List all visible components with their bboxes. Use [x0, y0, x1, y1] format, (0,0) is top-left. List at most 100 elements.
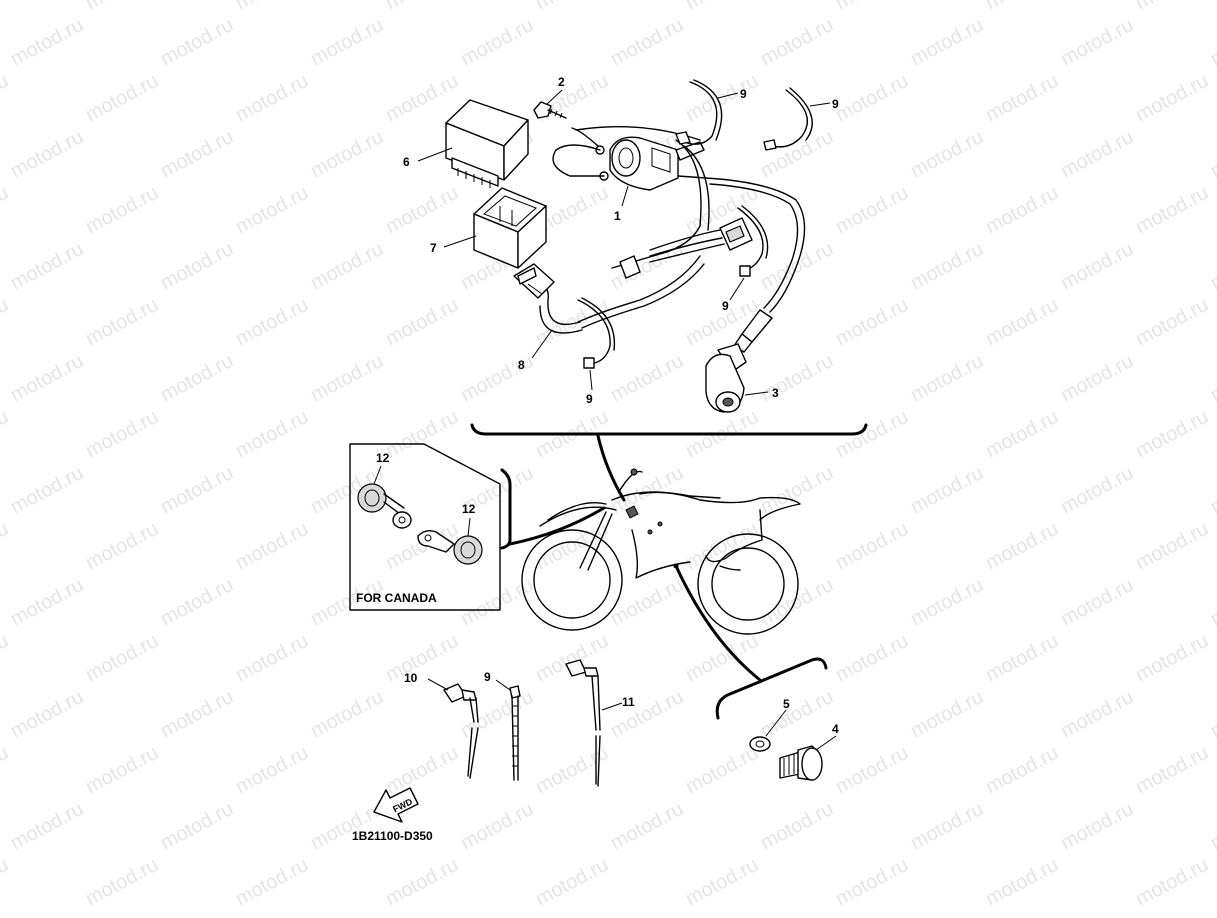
watermark-text: motod.ru	[607, 798, 687, 854]
cable-tie-part9-e	[509, 685, 521, 781]
callout-9b: 9	[832, 97, 839, 111]
leader-12a	[373, 465, 382, 485]
leader-to-frame-upper	[596, 434, 626, 502]
watermark-text: motod.ru	[907, 126, 987, 182]
watermark-text: motod.ru	[382, 182, 462, 238]
watermark-text: motod.ru	[7, 14, 87, 70]
watermark-text: motod.ru	[982, 630, 1062, 686]
watermark-text: motod.ru	[1207, 798, 1217, 854]
watermark-text: motod.ru	[457, 14, 537, 70]
watermark-text: motod.ru	[1057, 350, 1137, 406]
watermark-text: motod.ru	[7, 126, 87, 182]
watermark-text: motod.ru	[757, 462, 837, 518]
watermark-text: motod.ru	[157, 462, 237, 518]
watermark-text: motod.ru	[307, 686, 387, 742]
watermark-text: motod.ru	[982, 294, 1062, 350]
watermark-text: motod.ru	[757, 14, 837, 70]
watermark-text: motod.ru	[1057, 798, 1137, 854]
callout-3: 3	[772, 386, 779, 400]
watermark-text: motod.ru	[82, 742, 162, 798]
watermark-text: motod.ru	[682, 0, 762, 14]
watermark-text: motod.ru	[0, 518, 12, 574]
watermark-text: motod.ru	[1057, 462, 1137, 518]
watermark-text: motod.ru	[232, 70, 312, 126]
watermark-text: motod.ru	[0, 630, 12, 686]
watermark-text: motod.ru	[82, 0, 162, 14]
canada-inset	[349, 443, 606, 611]
leader-3	[744, 391, 769, 396]
wire-harness-part8	[513, 139, 753, 334]
watermark-text: motod.ru	[832, 854, 912, 910]
watermark-text: motod.ru	[1132, 854, 1212, 910]
watermark-text: motod.ru	[757, 350, 837, 406]
watermark-text: motod.ru	[82, 406, 162, 462]
callout-4: 4	[832, 722, 839, 736]
callout-9c: 9	[722, 299, 729, 313]
watermark-text: motod.ru	[7, 350, 87, 406]
leader-8	[531, 329, 553, 359]
watermark-text: motod.ru	[607, 574, 687, 630]
watermark-text: motod.ru	[907, 462, 987, 518]
watermark-text: motod.ru	[532, 854, 612, 910]
watermark-text: motod.ru	[907, 686, 987, 742]
watermark-text: motod.ru	[0, 294, 12, 350]
watermark-text: motod.ru	[307, 238, 387, 294]
watermark-text: motod.ru	[682, 518, 762, 574]
leader-9d	[589, 369, 593, 391]
watermark-text: motod.ru	[1132, 742, 1212, 798]
watermark-text: motod.ru	[832, 0, 912, 14]
upper-group-bracket	[470, 423, 868, 436]
watermark-text: motod.ru	[532, 0, 612, 14]
grommet-part12-a	[357, 483, 412, 529]
leader-11	[601, 702, 623, 711]
watermark-text: motod.ru	[1207, 350, 1217, 406]
watermark-text: motod.ru	[832, 742, 912, 798]
watermark-text: motod.ru	[82, 70, 162, 126]
watermark-text: motod.ru	[232, 518, 312, 574]
watermark-text: motod.ru	[1132, 406, 1212, 462]
watermark-text: motod.ru	[382, 406, 462, 462]
watermark-text: motod.ru	[832, 630, 912, 686]
watermark-text: motod.ru	[1057, 238, 1137, 294]
watermark-text: motod.ru	[232, 0, 312, 14]
leader-9e	[495, 679, 511, 691]
watermark-text: motod.ru	[982, 0, 1062, 14]
plug-cap-part3	[705, 177, 806, 413]
connector-tie-part10	[443, 683, 479, 779]
callout-11: 11	[622, 695, 635, 709]
watermark-text: motod.ru	[457, 574, 537, 630]
cdi-unit-part6	[445, 99, 529, 188]
watermark-text: motod.ru	[832, 182, 912, 238]
watermark-text: motod.ru	[682, 742, 762, 798]
watermark-text: motod.ru	[1132, 630, 1212, 686]
watermark-text: motod.ru	[82, 294, 162, 350]
watermark-text: motod.ru	[382, 294, 462, 350]
watermark-text: motod.ru	[7, 686, 87, 742]
leader-12b	[467, 517, 471, 537]
watermark-text: motod.ru	[757, 686, 837, 742]
watermark-text: motod.ru	[982, 182, 1062, 238]
watermark-text: motod.ru	[1207, 14, 1217, 70]
watermark-text: motod.ru	[1132, 182, 1212, 238]
callout-12a: 12	[376, 451, 390, 465]
watermark-text: motod.ru	[1207, 574, 1217, 630]
motorcycle-silhouette	[521, 468, 801, 635]
watermark-text: motod.ru	[232, 294, 312, 350]
leader-9a	[717, 92, 739, 99]
watermark-text: motod.ru	[382, 0, 462, 14]
watermark-text: motod.ru	[232, 854, 312, 910]
leader-9b	[809, 102, 831, 107]
watermark-text: motod.ru	[1207, 238, 1217, 294]
watermark-text: motod.ru	[607, 350, 687, 406]
watermark-text: motod.ru	[7, 798, 87, 854]
watermark-text: motod.ru	[907, 14, 987, 70]
watermark-text: motod.ru	[832, 518, 912, 574]
watermark-text: motod.ru	[832, 70, 912, 126]
watermark-text: motod.ru	[157, 14, 237, 70]
leader-2	[546, 89, 563, 105]
watermark-text: motod.ru	[0, 854, 12, 910]
watermark-text: motod.ru	[757, 798, 837, 854]
watermark-text: motod.ru	[307, 14, 387, 70]
watermark-text: motod.ru	[1057, 686, 1137, 742]
